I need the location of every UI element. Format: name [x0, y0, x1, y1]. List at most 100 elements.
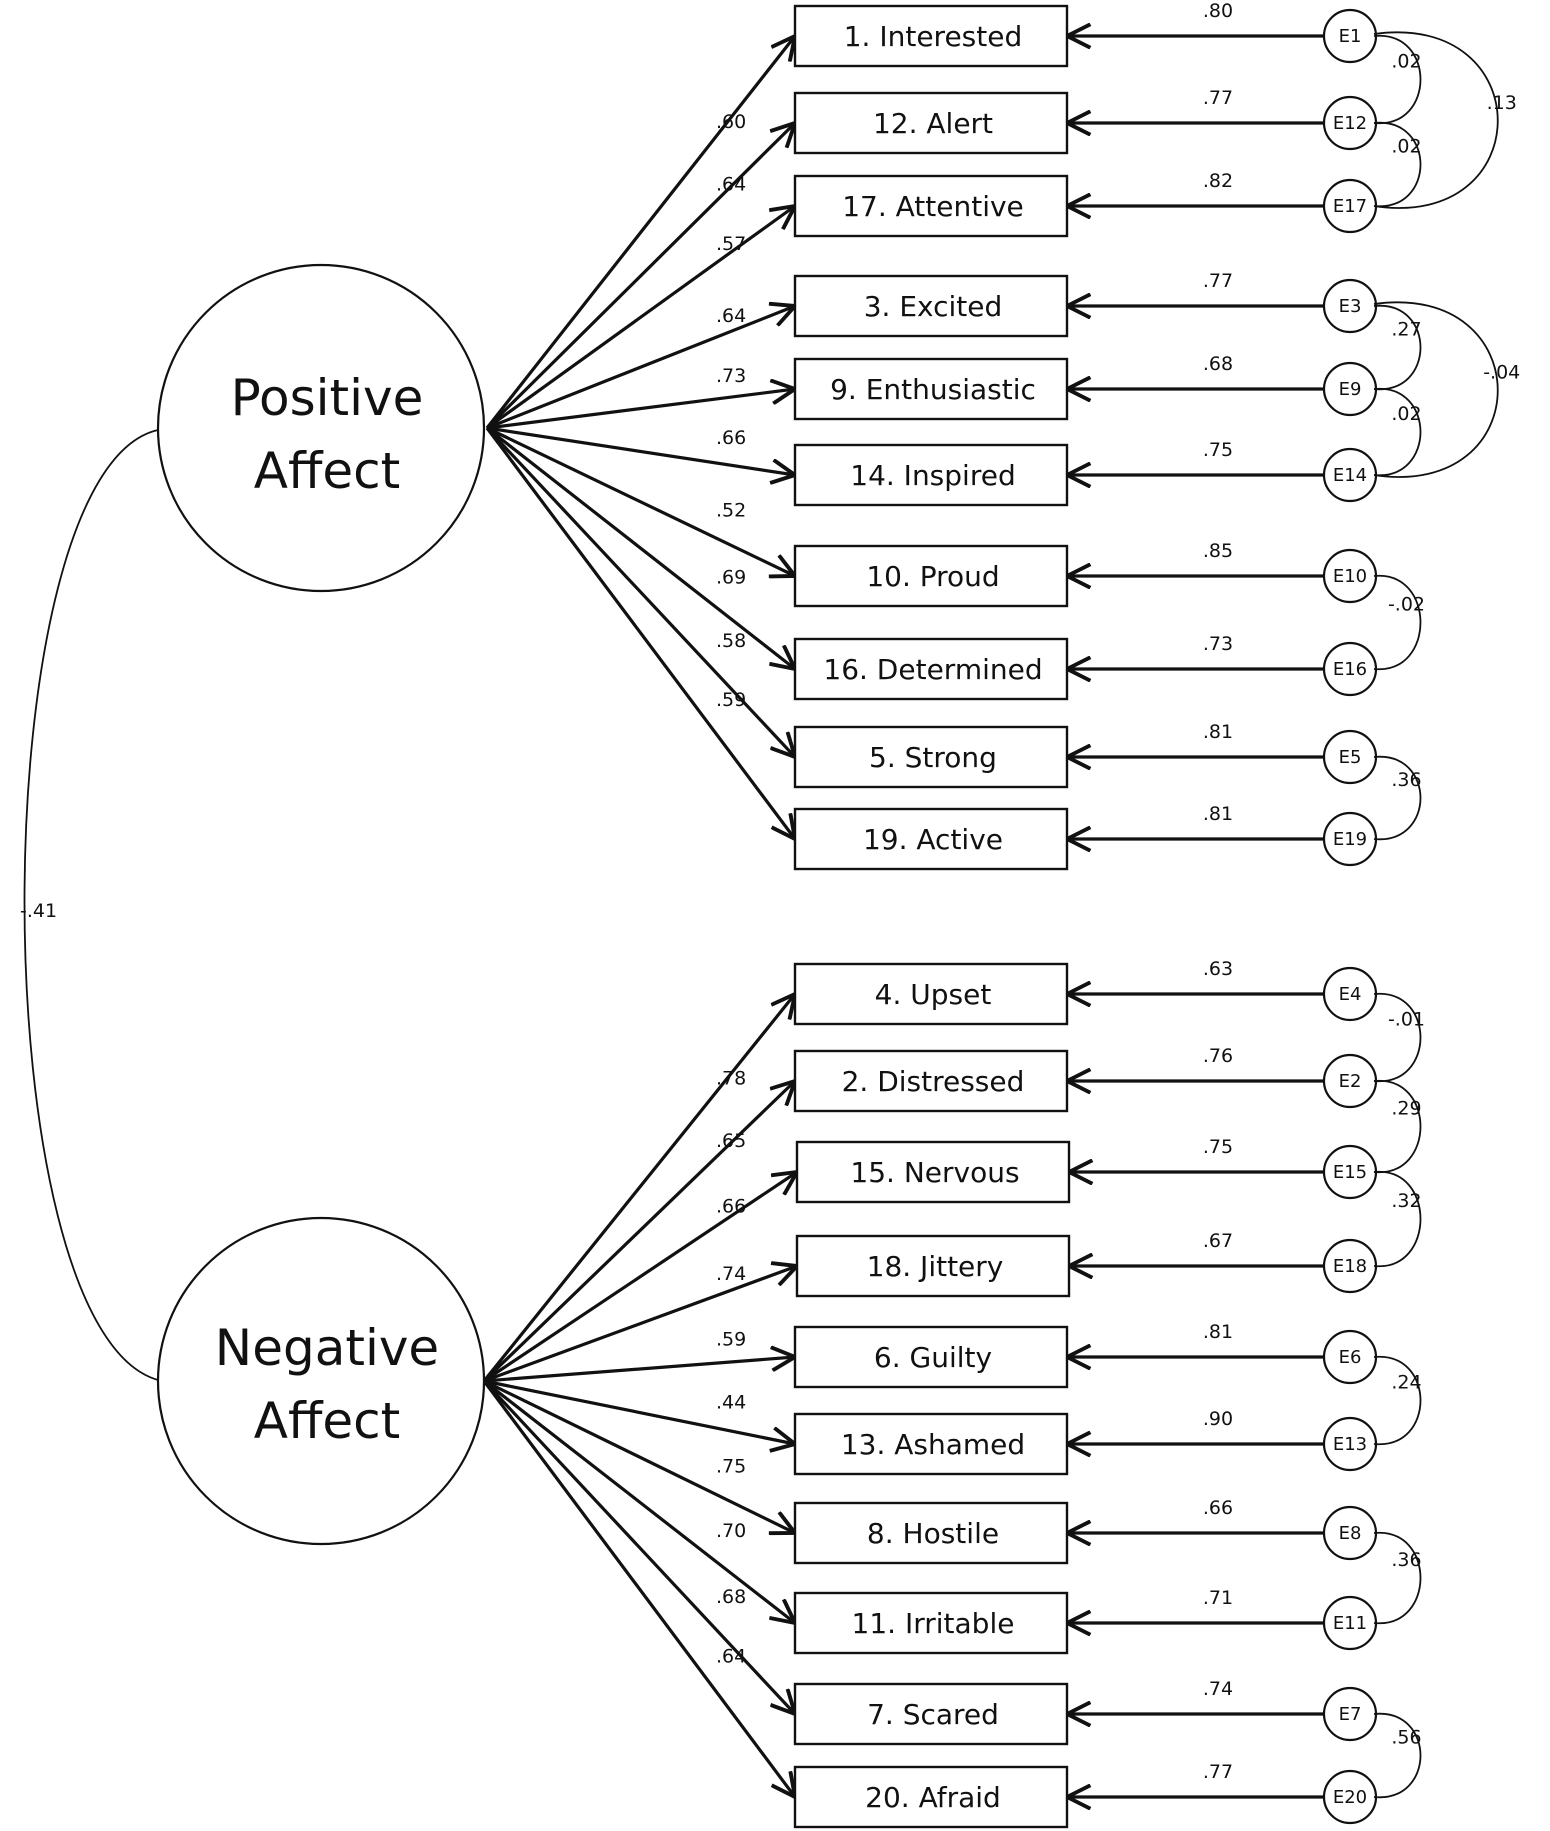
error-covariance-curve [1373, 388, 1422, 476]
item-label: 12. Alert [873, 107, 993, 140]
error-term: E12 [1322, 95, 1378, 151]
item-label: 8. Hostile [867, 1517, 999, 1550]
loading-label: .74 [716, 1263, 746, 1285]
item-label: 4. Upset [875, 978, 992, 1011]
error-loading-label: .77 [1203, 1761, 1233, 1783]
observed-item: 13. Ashamed [793, 1412, 1069, 1476]
loading-path [483, 1266, 797, 1383]
error-label: E2 [1339, 1071, 1362, 1092]
item-box [793, 357, 1069, 421]
observed-item: 15. Nervous [795, 1140, 1071, 1204]
error-term: E17 [1322, 178, 1378, 234]
error-label: E14 [1333, 465, 1367, 486]
observed-item: 1. Interested [793, 4, 1069, 68]
error-covariance-curve [1373, 305, 1422, 390]
factor-circle [156, 1216, 486, 1546]
item-box [793, 174, 1069, 238]
loading-label: .68 [716, 1586, 746, 1608]
error-loading-label: .71 [1203, 1587, 1233, 1609]
error-label: E17 [1333, 196, 1367, 217]
observed-item: 16. Determined [793, 637, 1069, 701]
error-label: E6 [1339, 1347, 1362, 1368]
error-covariance-curve [1373, 35, 1422, 124]
loading-label: .64 [716, 305, 746, 327]
loading-label: .66 [716, 427, 746, 449]
item-label: 7. Scared [867, 1698, 999, 1731]
item-box [795, 1140, 1071, 1204]
error-term: E2 [1322, 1053, 1378, 1109]
observed-item: 2. Distressed [793, 1049, 1069, 1113]
item-box [793, 91, 1069, 155]
loading-label: .59 [716, 1329, 746, 1351]
factor-label-line1: Negative [215, 1319, 439, 1377]
error-covariance-curve [1373, 122, 1422, 207]
loading-path [485, 426, 795, 757]
item-label: 18. Jittery [867, 1250, 1004, 1283]
paths-layer: .60.80.64.77.57.82.64.77.73.68.66.75.52.… [482, 0, 1324, 1797]
item-label: 10. Proud [866, 560, 999, 593]
loading-label: .60 [716, 111, 746, 133]
loading-path [485, 427, 795, 839]
error-loading-label: .81 [1203, 803, 1233, 825]
loading-path [482, 1081, 795, 1383]
error-covariance-curve [1373, 1171, 1422, 1267]
error-label: E4 [1339, 984, 1362, 1005]
loading-path [486, 426, 795, 475]
error-term: E10 [1322, 548, 1378, 604]
loading-path [482, 994, 795, 1383]
error-loading-label: .81 [1203, 1321, 1233, 1343]
error-loading-label: .77 [1203, 87, 1233, 109]
loading-label: .52 [716, 500, 746, 522]
factor-circle [156, 263, 486, 593]
item-box [793, 1412, 1069, 1476]
error-covariance-curve [1373, 1356, 1422, 1445]
loading-path [483, 1379, 795, 1533]
error-term: E6 [1322, 1329, 1378, 1385]
loading-path [482, 1380, 795, 1797]
item-label: 9. Enthusiastic [830, 373, 1036, 406]
error-loading-label: .76 [1203, 1045, 1233, 1067]
factor-label-line1: Positive [231, 369, 424, 427]
loading-path [483, 1379, 795, 1444]
error-covariance-label: .27 [1391, 319, 1421, 341]
error-term: E16 [1322, 641, 1378, 697]
loading-label: .64 [716, 1646, 746, 1668]
loading-path [483, 1172, 797, 1383]
error-loading-label: .74 [1203, 1678, 1233, 1700]
item-label: 20. Afraid [865, 1781, 1001, 1814]
error-loading-label: .81 [1203, 721, 1233, 743]
item-label: 3. Excited [864, 290, 1003, 323]
item-box [793, 1325, 1069, 1389]
item-label: 13. Ashamed [841, 1428, 1025, 1461]
error-covariance-curve [1373, 1080, 1422, 1173]
loading-label: .73 [716, 365, 746, 387]
factor-label-line2: Affect [254, 1392, 401, 1450]
loading-path [485, 36, 795, 429]
observed-item: 17. Attentive [793, 174, 1069, 238]
item-box [793, 274, 1069, 338]
item-label: 19. Active [863, 823, 1003, 856]
error-loading-label: .73 [1203, 633, 1233, 655]
item-box [793, 725, 1069, 789]
error-term: E3 [1322, 278, 1378, 334]
error-label: E19 [1333, 829, 1367, 850]
error-term: E7 [1322, 1686, 1378, 1742]
item-box [793, 637, 1069, 701]
error-loading-label: .66 [1203, 1497, 1233, 1519]
error-term: E19 [1322, 811, 1378, 867]
error-covariance-label: .02 [1391, 136, 1421, 158]
item-label: 6. Guilty [874, 1341, 992, 1374]
item-box [793, 1049, 1069, 1113]
error-term: E11 [1322, 1595, 1378, 1651]
error-term: E13 [1322, 1416, 1378, 1472]
item-box [793, 807, 1069, 871]
error-covariance-label: .02 [1391, 51, 1421, 73]
item-label: 17. Attentive [842, 190, 1024, 223]
item-box [795, 1234, 1071, 1298]
error-label: E12 [1333, 113, 1367, 134]
observed-item: 8. Hostile [793, 1501, 1069, 1565]
error-term: E15 [1322, 1144, 1378, 1200]
error-covariance-label: .02 [1391, 403, 1421, 425]
item-label: 5. Strong [869, 741, 997, 774]
observed-item: 18. Jittery [795, 1234, 1071, 1298]
